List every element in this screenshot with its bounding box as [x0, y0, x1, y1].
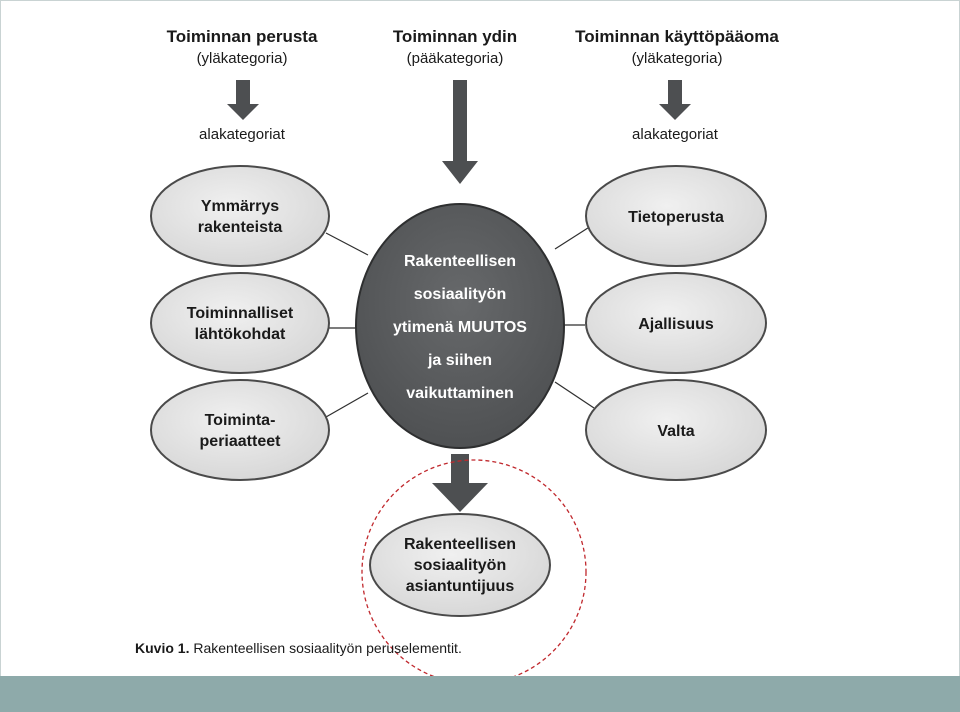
arrow-right-down: [659, 80, 691, 120]
outcome-line-3: asiantuntijuus: [406, 578, 515, 595]
connector-right-3: [554, 381, 595, 409]
core-line-2: sosiaalityön: [414, 286, 506, 303]
header-right-title: Toiminnan käyttöpääoma: [575, 27, 779, 46]
right-node-3-label: Valta: [657, 423, 694, 440]
footer-bar: [0, 676, 960, 712]
header-left-subtitle: (yläkategoria): [197, 50, 288, 67]
left-node-2: Toiminnalliset lähtökohdat: [150, 272, 330, 374]
right-node-1-label: Tietoperusta: [628, 209, 724, 226]
left-node-3-shape: [150, 379, 330, 481]
left-node-1: Ymmärrys rakenteista: [150, 165, 330, 267]
right-node-2-label: Ajallisuus: [638, 316, 714, 333]
left-node-3: Toiminta- periaatteet: [150, 379, 330, 481]
header-center-title: Toiminnan ydin: [393, 27, 517, 46]
left-node-3-line2: periaatteet: [200, 433, 282, 450]
header-center-subtitle: (pääkategoria): [407, 50, 504, 67]
subcategory-label-left: alakategoriat: [199, 126, 286, 143]
right-node-2: Ajallisuus: [585, 272, 767, 374]
left-node-1-line1: Ymmärrys: [201, 198, 279, 215]
right-node-1: Tietoperusta: [585, 165, 767, 267]
left-node-1-line2: rakenteista: [198, 219, 283, 236]
arrow-center-down: [442, 80, 478, 184]
right-node-3: Valta: [585, 379, 767, 481]
core-node: Rakenteellisen sosiaalityön ytimenä MUUT…: [355, 203, 565, 449]
core-node-shape: [355, 203, 565, 449]
right-node-3-shape: [585, 379, 767, 481]
diagram: Toiminnan perusta (yläkategoria) Toiminn…: [150, 27, 779, 676]
highlight-circle: [361, 459, 587, 676]
connector-left-3: [325, 392, 369, 418]
caption-label: Kuvio 1.: [135, 640, 190, 656]
core-line-3: ytimenä MUUTOS: [393, 319, 527, 336]
subcategory-label-right: alakategoriat: [632, 126, 719, 143]
header-center: Toiminnan ydin (pääkategoria): [393, 27, 517, 67]
left-node-2-shape: [150, 272, 330, 374]
connector-right-1: [554, 225, 592, 250]
outcome-line-1: Rakenteellisen: [404, 536, 516, 553]
arrow-left-down: [227, 80, 259, 120]
header-right: Toiminnan käyttöpääoma (yläkategoria): [575, 27, 779, 67]
header-left-title: Toiminnan perusta: [167, 27, 318, 46]
arrow-core-to-outcome: [432, 454, 488, 512]
right-node-2-shape: [585, 272, 767, 374]
right-node-1-shape: [585, 165, 767, 267]
outcome-line-2: sosiaalityön: [414, 557, 506, 574]
left-node-1-shape: [150, 165, 330, 267]
header-left: Toiminnan perusta (yläkategoria): [167, 27, 318, 67]
header-right-subtitle: (yläkategoria): [632, 50, 723, 67]
caption-text: Rakenteellisen sosiaalityön peruselement…: [189, 640, 462, 656]
left-node-2-line1: Toiminnalliset: [187, 305, 294, 322]
left-node-2-line2: lähtökohdat: [195, 326, 286, 343]
figure-caption: Kuvio 1. Rakenteellisen sosiaalityön per…: [135, 640, 462, 656]
core-line-4: ja siihen: [427, 352, 492, 369]
connectors: [325, 225, 595, 418]
core-line-5: vaikuttaminen: [406, 385, 514, 402]
core-line-1: Rakenteellisen: [404, 253, 516, 270]
outcome-node-shape: [369, 513, 551, 617]
outcome-node: Rakenteellisen sosiaalityön asiantuntiju…: [369, 513, 551, 617]
left-node-3-line1: Toiminta-: [205, 412, 276, 429]
connector-left-1: [325, 232, 369, 256]
